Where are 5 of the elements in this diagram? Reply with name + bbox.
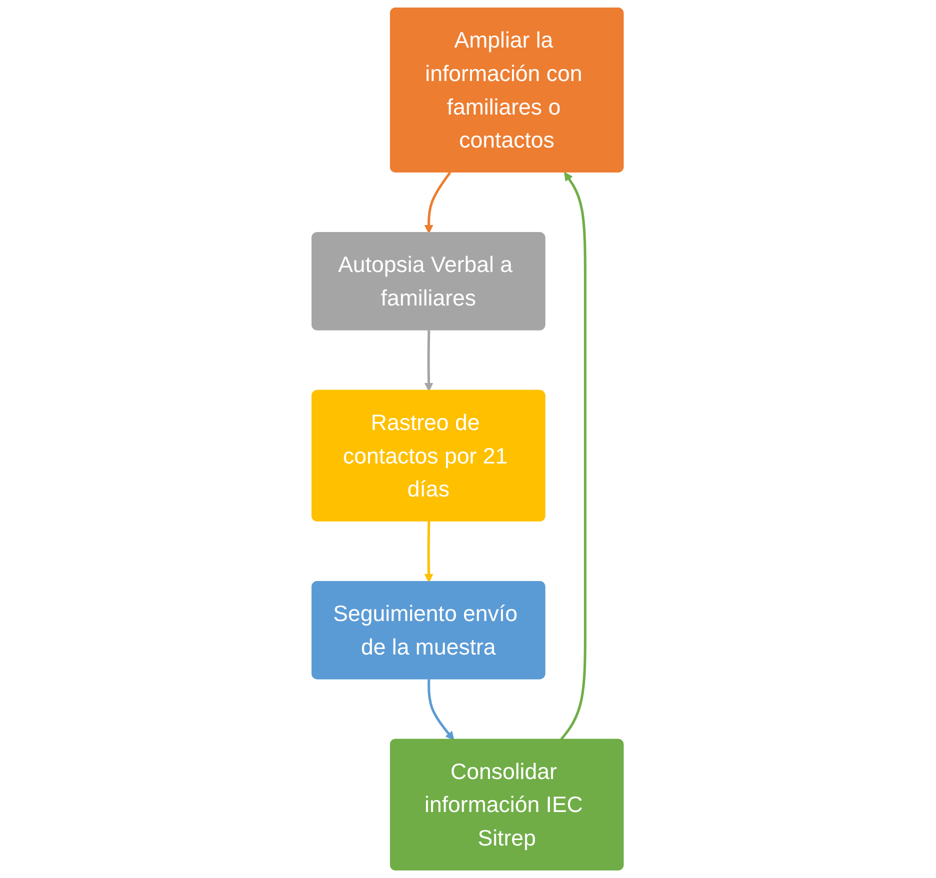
arrow <box>424 330 434 392</box>
arrow <box>424 172 452 234</box>
arrow <box>560 172 587 741</box>
arrow <box>428 679 455 740</box>
arrow <box>424 521 434 583</box>
